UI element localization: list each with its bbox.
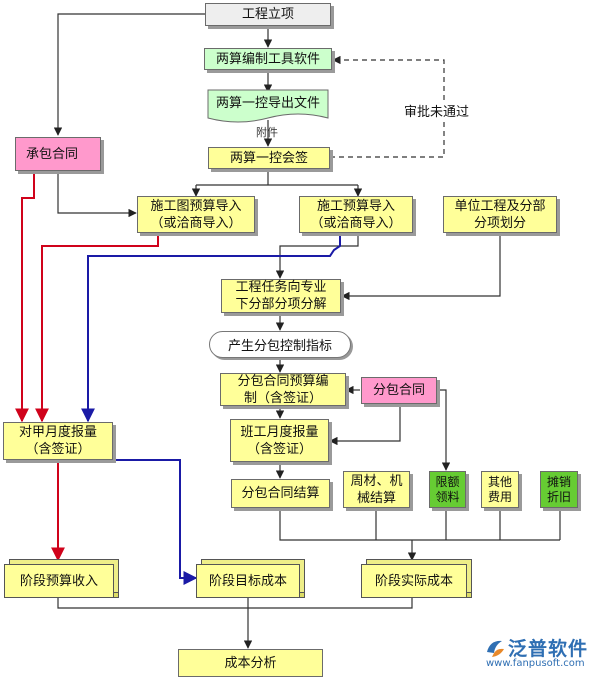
- company-logo: 泛普软件: [484, 634, 588, 661]
- node-quota-material: 限额 领料: [429, 471, 466, 508]
- logo-name: 泛普软件: [508, 638, 589, 660]
- arrow-contract-to-drawing-budget: [57, 171, 137, 218]
- node-unit-division: 单位工程及分部 分项划分: [443, 196, 557, 233]
- arrow-subcontract-to-quota: [437, 389, 451, 471]
- node-general-contract: 承包合同: [15, 137, 101, 171]
- node-export-file: 两算一控导出文件: [215, 95, 320, 111]
- node-amortization: 摊销 折旧: [540, 471, 578, 508]
- node-construction-budget-import: 施工预算导入 （或洽商导入）: [299, 196, 413, 233]
- arrow-settlements-merge: [279, 508, 560, 541]
- node-drawing-budget-import: 施工图预算导入 （或洽商导入）: [137, 196, 255, 233]
- arrow-budget-to-task: [275, 235, 359, 279]
- node-team-monthly-report: 班工月度报量 （含签证）: [230, 419, 329, 462]
- node-budget-tool: 两算编制工具软件: [204, 48, 332, 70]
- node-other-cost: 其他 费用: [481, 471, 519, 508]
- node-subcontract: 分包合同: [361, 377, 437, 404]
- blue-arrow-budget-to-report: [81, 233, 341, 423]
- red-arrow-contract-to-report: [15, 171, 35, 423]
- arrow-setup-to-contract: [53, 13, 205, 136]
- node-control-index: 产生分包控制指标: [209, 331, 351, 358]
- node-project-setup: 工程立项: [205, 3, 331, 26]
- label-rejected: 审批未通过: [404, 101, 470, 120]
- node-subcontract-budget: 分包合同预算编 制（含签证）: [220, 373, 346, 406]
- node-material-settlement: 周材、机 械结算: [343, 471, 410, 508]
- node-stage-actual-cost: 阶段实际成本: [361, 564, 467, 598]
- red-arrow-drawing-to-report: [35, 233, 159, 423]
- label-attachment: 附件: [256, 126, 278, 139]
- node-stage-income: 阶段预算收入: [4, 564, 114, 598]
- node-task-breakdown: 工程任务向专业 下分部分项分解: [221, 279, 341, 313]
- node-countersign: 两算一控会签: [208, 147, 330, 169]
- node-monthly-report-a: 对甲月度报量 （含签证）: [3, 422, 113, 460]
- node-subcontract-settlement: 分包合同结算: [231, 479, 330, 508]
- arrow-subcontract-to-team-report: [329, 404, 401, 446]
- logo-url: www.fanpusoft.com: [486, 658, 585, 669]
- node-stage-target-cost: 阶段目标成本: [196, 564, 300, 598]
- blue-arrow-report-to-target-cost: [100, 459, 198, 585]
- arrow-stages-to-analysis: [57, 598, 413, 609]
- arrow-unit-to-task: [341, 233, 501, 301]
- logo-icon: [487, 640, 504, 657]
- node-cost-analysis: 成本分析: [178, 649, 323, 677]
- export-file-shape: [207, 89, 329, 123]
